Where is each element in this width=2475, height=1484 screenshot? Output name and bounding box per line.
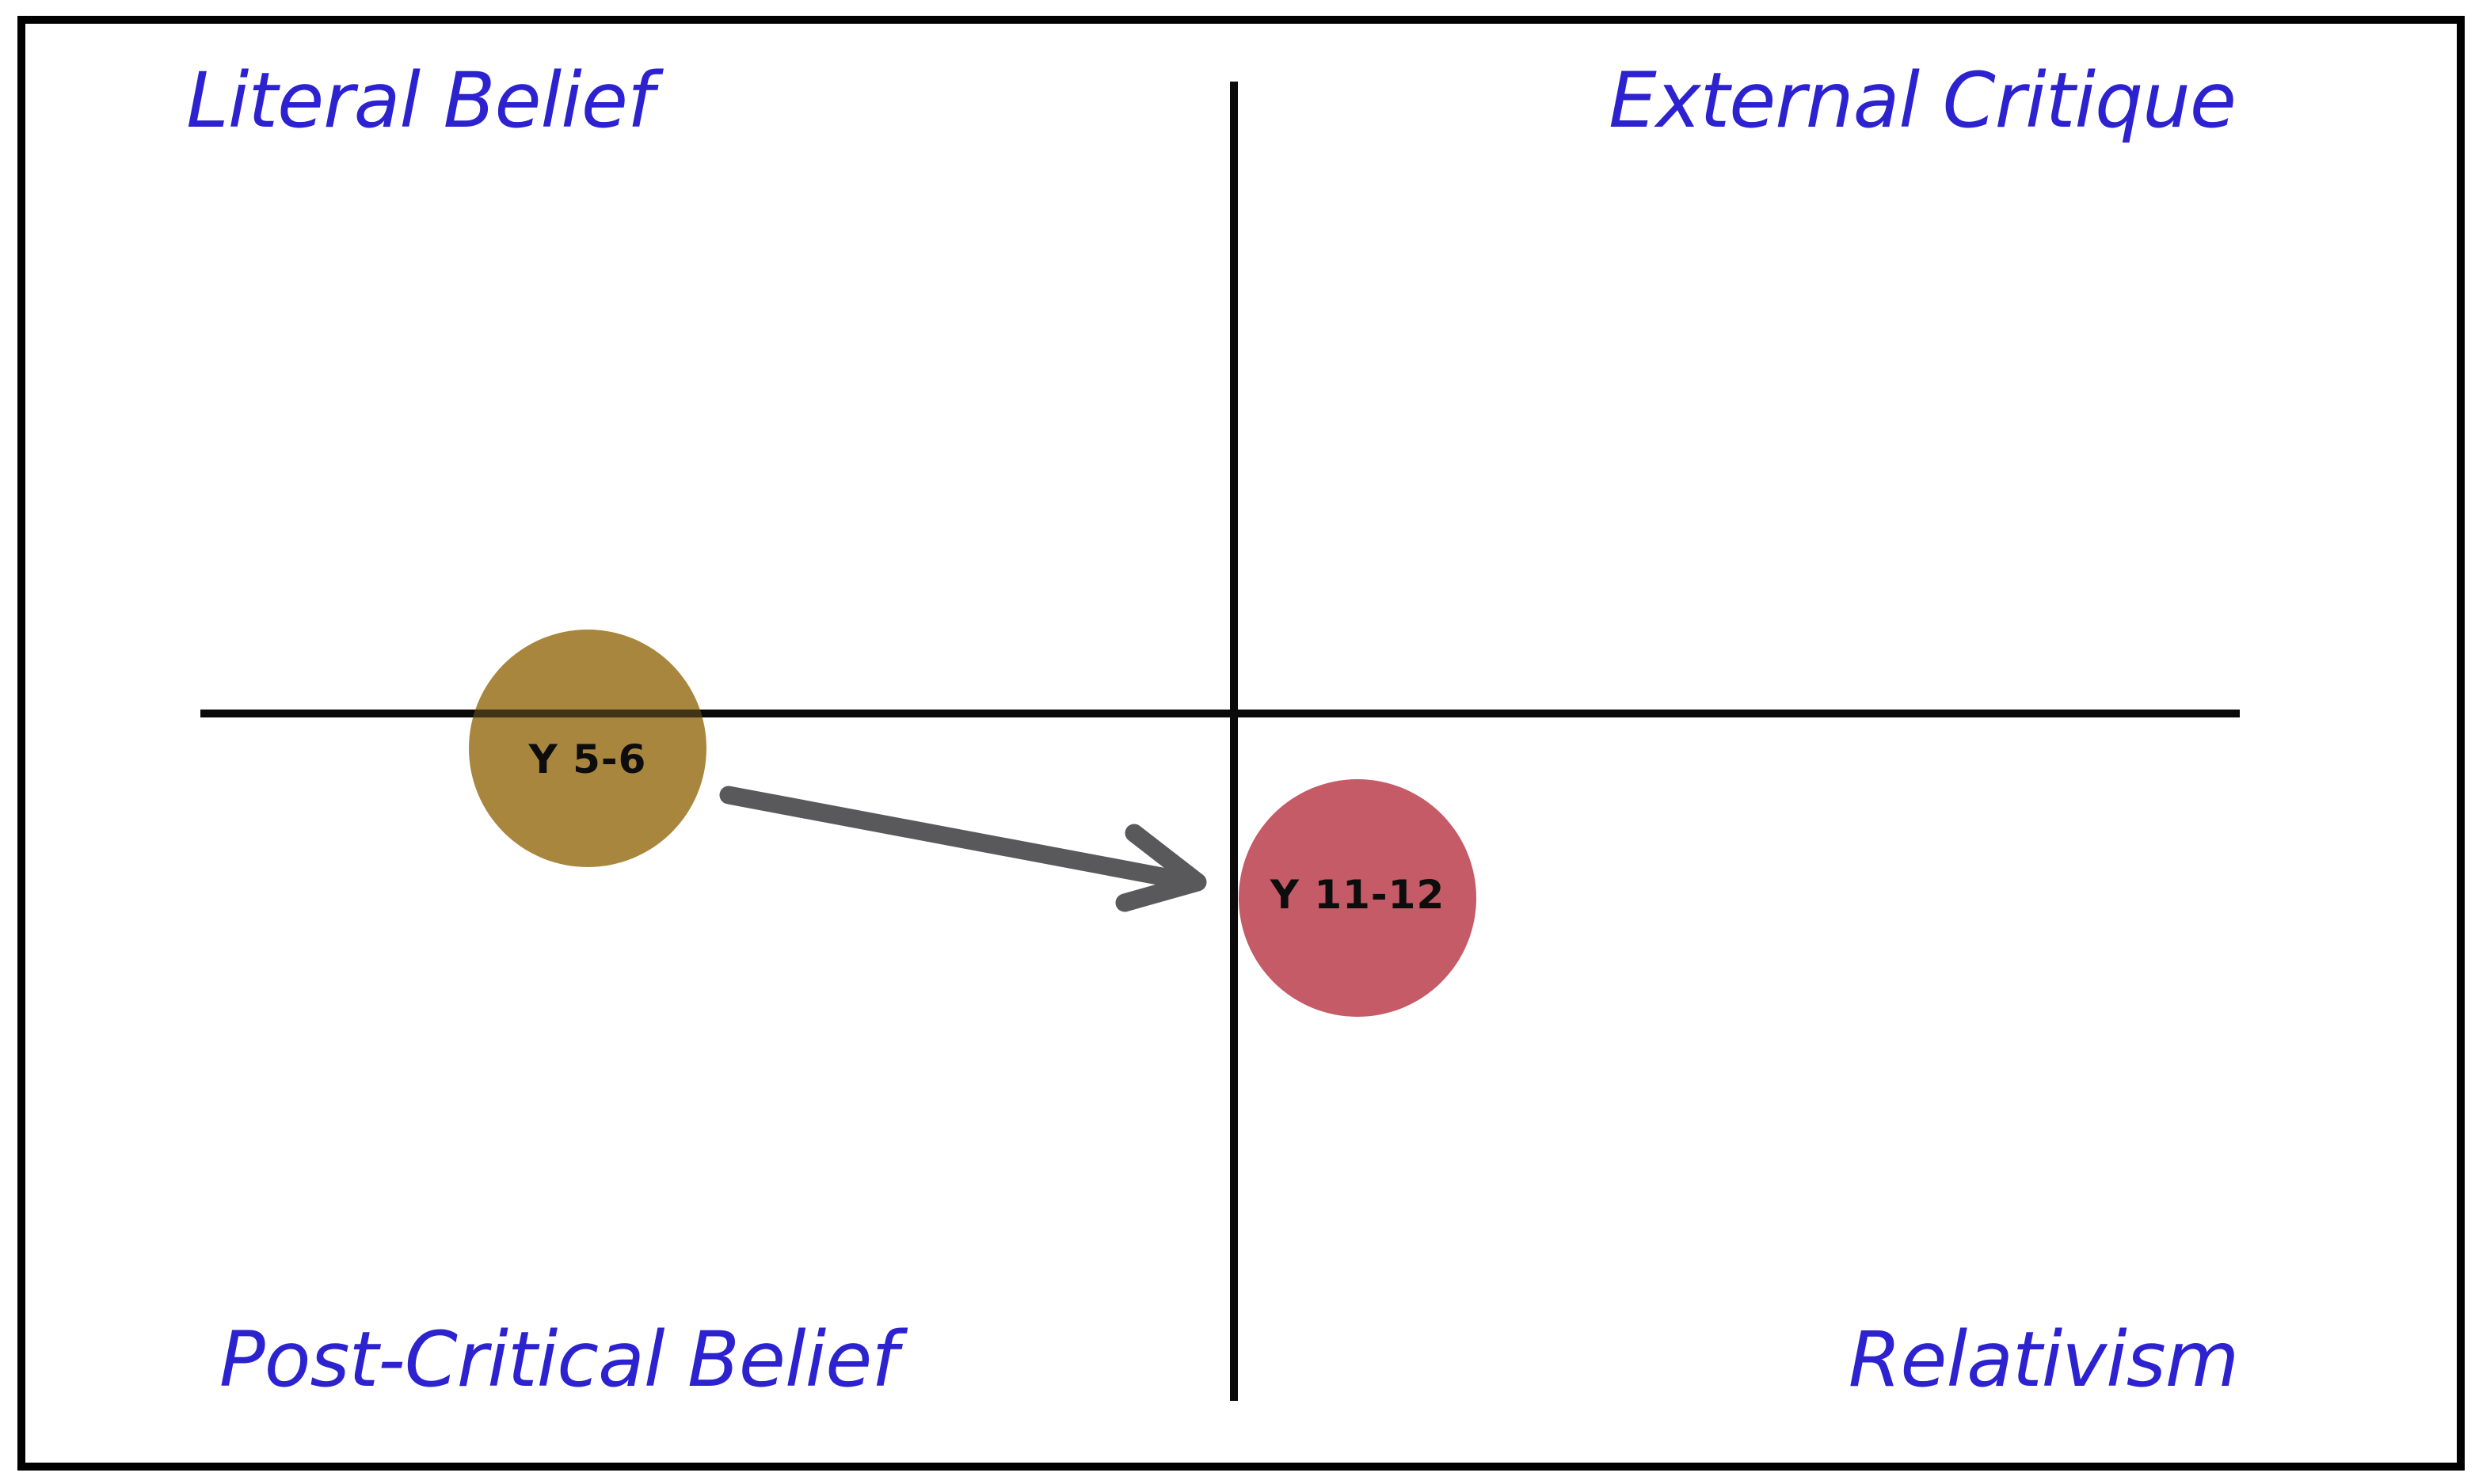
horizontal-axis-line: [200, 710, 2240, 717]
diagram-frame: [17, 16, 2465, 1471]
node-y5-6-label: Y 5-6: [528, 736, 647, 782]
node-y11-12-circle: Y 11-12: [1239, 779, 1476, 1017]
node-y11-12-label: Y 11-12: [1270, 872, 1445, 918]
quadrant-label-post-critical-belief: Post-Critical Belief: [219, 1315, 898, 1404]
vertical-axis-line: [1230, 82, 1238, 1401]
quadrant-label-literal-belief: Literal Belief: [186, 56, 653, 145]
node-y5-6-circle: Y 5-6: [469, 630, 706, 867]
quadrant-label-external-critique: External Critique: [1609, 56, 2237, 145]
axis-through-circle-segment: [469, 710, 706, 717]
quadrant-label-relativism: Relativism: [1848, 1315, 2240, 1404]
